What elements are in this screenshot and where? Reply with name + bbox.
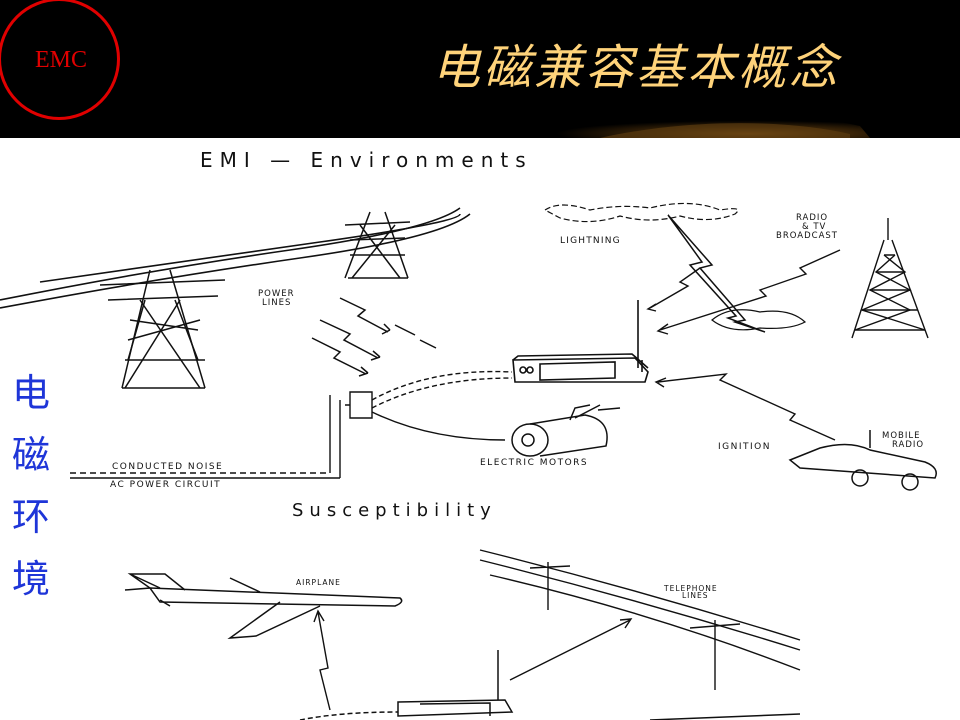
side-label-char-4: 境: [12, 557, 51, 601]
electric-motor: [511, 404, 621, 457]
emc-logo: EMC: [0, 0, 120, 120]
label-mobile-radio-1: MOBILE: [882, 431, 920, 441]
radio-receiver: [512, 300, 649, 383]
label-radio-tv-1: RADIO: [796, 213, 828, 223]
label-conducted-noise: CONDUCTED NOISE: [112, 462, 223, 472]
label-electric-motors: ELECTRIC MOTORS: [480, 458, 588, 468]
power-lines-graphic: [0, 207, 471, 309]
airplane-graphic: [124, 573, 403, 639]
label-telephone-2: LINES: [682, 591, 709, 600]
telephone-lines-graphic: [479, 549, 801, 690]
side-label-char-2: 磁: [12, 433, 51, 477]
side-label-char-3: 环: [12, 495, 51, 539]
emi-arrow-broadcast: [656, 249, 841, 335]
susceptibility-heading: Susceptibility: [292, 500, 497, 521]
lightning-bolt: [667, 214, 766, 333]
label-mobile-radio-2: RADIO: [892, 440, 924, 450]
slide-header: EMC 电磁兼容基本概念: [0, 0, 960, 138]
label-airplane: AIRPLANE: [296, 578, 341, 587]
emi-heading: EMI — Environments: [200, 148, 533, 172]
power-tower-right: [344, 211, 411, 279]
emi-arrow-lightning: [646, 267, 701, 312]
label-power-lines-1: POWER: [258, 289, 295, 299]
emi-arrows-power: [311, 297, 437, 377]
side-label-char-1: 电: [12, 371, 51, 415]
label-telephone-1: TELEPHONE: [663, 584, 718, 593]
slide-content: EMI — Environments: [0, 138, 960, 720]
label-radio-tv-2: & TV: [802, 222, 826, 232]
power-tower-left: [99, 269, 226, 389]
header-swoosh: [440, 109, 870, 138]
cloud-graphic: [543, 202, 739, 223]
lower-radio: [299, 650, 801, 720]
emi-diagram: EMI — Environments: [0, 148, 937, 720]
label-ac-power-circuit: AC POWER CIRCUIT: [110, 480, 221, 490]
emi-arrow-ignition: [654, 373, 836, 441]
slide-title: 电磁兼容基本概念: [432, 40, 841, 96]
label-ignition: IGNITION: [718, 442, 771, 452]
car-mobile-radio: [788, 430, 937, 491]
ground-splash: [711, 309, 807, 331]
broadcast-tower: [851, 218, 929, 339]
logo-text: EMC: [34, 47, 87, 73]
label-radio-tv-3: BROADCAST: [776, 231, 838, 241]
emi-arrow-telephone: [509, 618, 633, 681]
label-power-lines-2: LINES: [262, 298, 291, 308]
side-label: 电 磁 环 境: [12, 362, 56, 610]
emi-arrow-airplane: [313, 609, 331, 711]
label-lightning: LIGHTNING: [560, 236, 621, 246]
ac-power-circuit-lines: [70, 370, 513, 479]
